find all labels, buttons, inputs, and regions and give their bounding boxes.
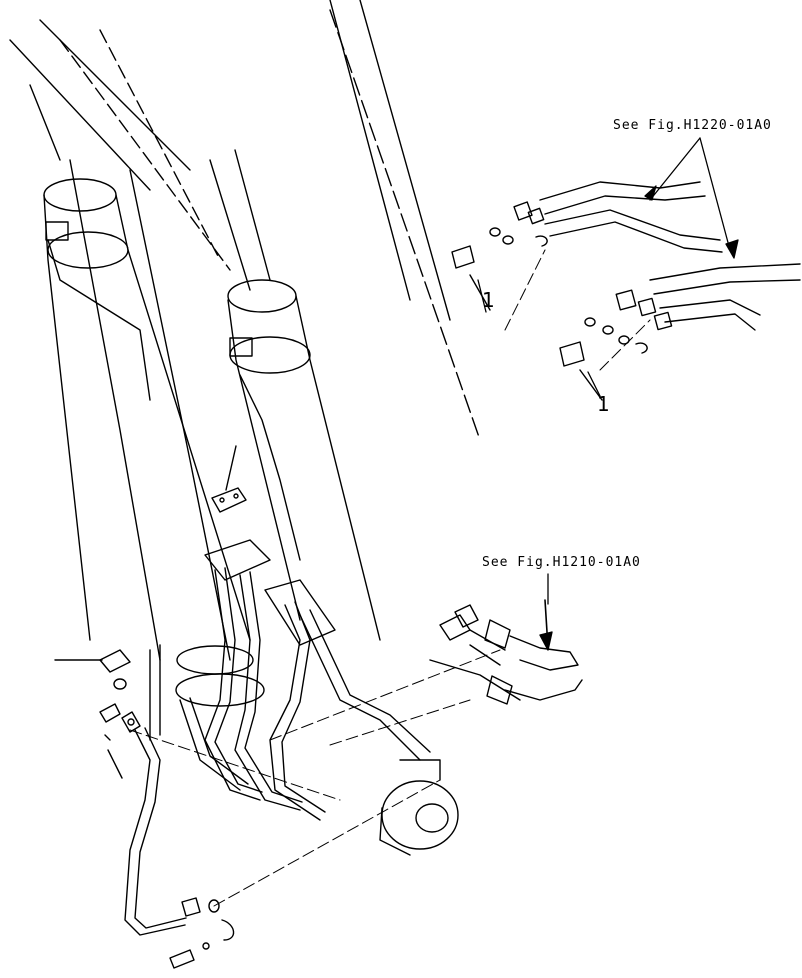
- boom-foot-boss: [379, 759, 459, 856]
- boom-structure: [9, 0, 481, 741]
- callout-leaders: [477, 137, 739, 605]
- upper-right-hoses: [451, 181, 801, 401]
- hydraulic-tubes: [179, 567, 431, 821]
- boom-cylinder-right: [227, 279, 381, 641]
- item-number-1-upper: 1: [482, 288, 495, 312]
- boom-cylinder-left: [43, 178, 265, 707]
- clamp-plates: [54, 445, 336, 673]
- leader-lines: [129, 249, 651, 907]
- reference-note-h1210: See Fig.H1210-01A0: [482, 555, 641, 570]
- item-number-1-lower: 1: [597, 392, 610, 416]
- reference-note-h1220: See Fig.H1220-01A0: [613, 118, 772, 133]
- mid-right-tubes: [429, 599, 583, 705]
- left-hose-assembly: [99, 678, 235, 969]
